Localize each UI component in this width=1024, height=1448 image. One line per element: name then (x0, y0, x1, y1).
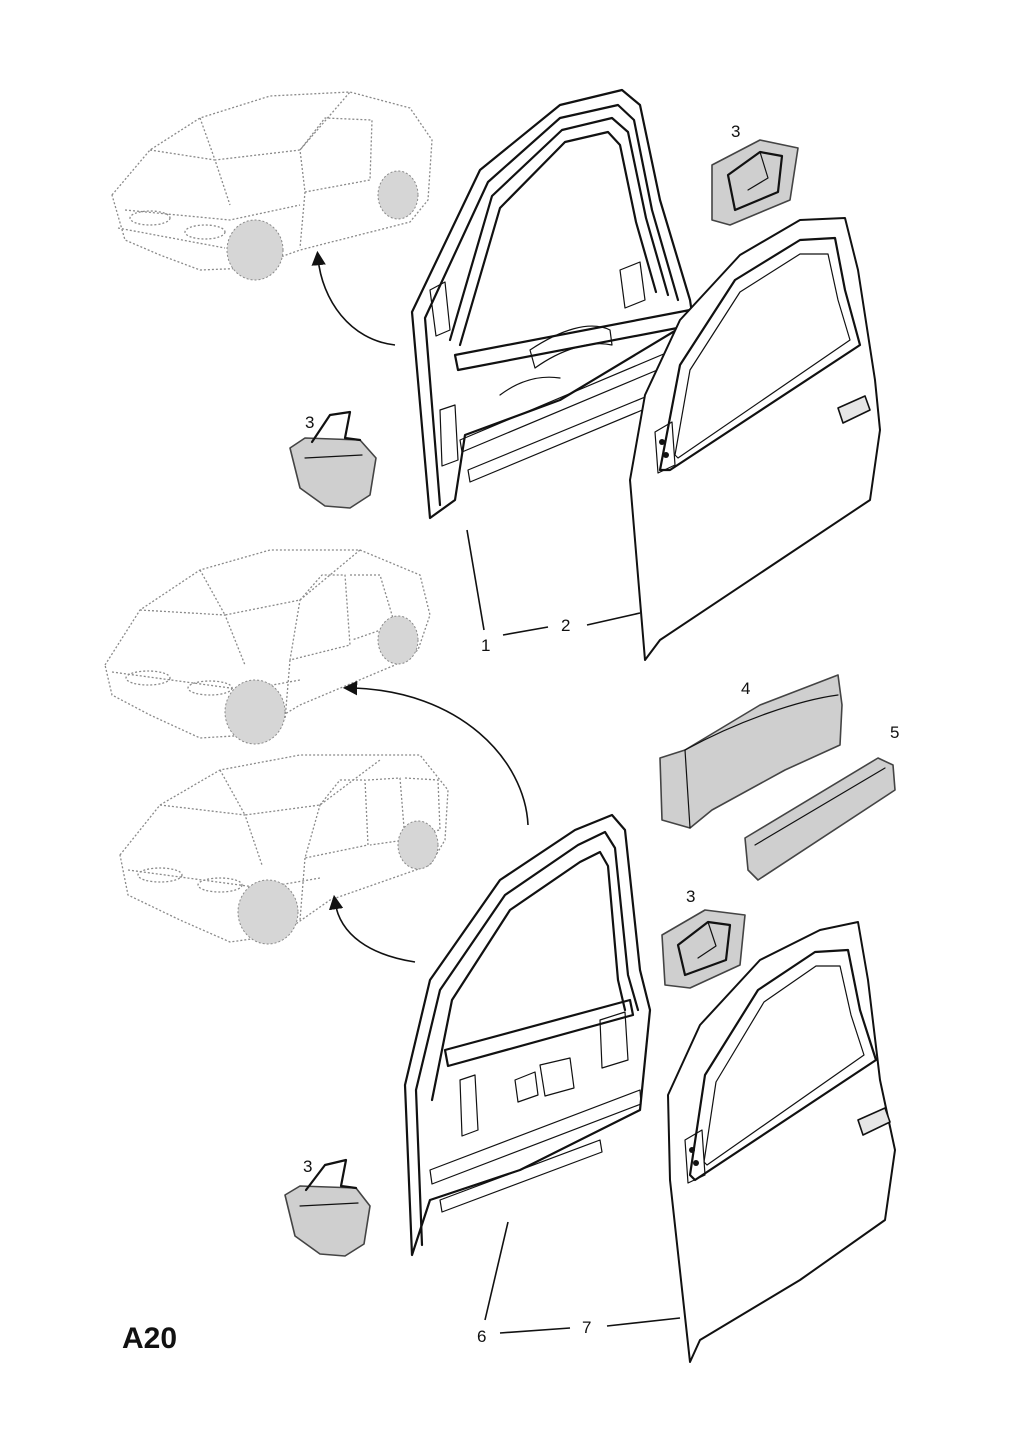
leader-7 (606, 1317, 681, 1327)
arrow-to-sedan (342, 680, 529, 826)
vehicle-illustration-hatchback-3door (111, 91, 433, 281)
part-3-bracket-top-right (711, 139, 799, 226)
leader-1-2 (502, 626, 549, 636)
arrow-to-hatchback (311, 250, 396, 346)
leader-6-7 (499, 1327, 571, 1334)
part-5-moulding-straight (744, 757, 896, 881)
part-3-cap-lower-left (284, 1158, 371, 1257)
part-3-bracket-middle-right (661, 909, 746, 989)
leader-1 (466, 529, 485, 631)
part-4-moulding-curved (659, 674, 843, 829)
callout-6: 6 (477, 1327, 486, 1346)
leader-2 (586, 612, 641, 626)
leader-6 (484, 1221, 509, 1321)
page-code: A20 (122, 1322, 177, 1355)
callout-3-top-right: 3 (731, 122, 740, 141)
part-1-door-frame-upper (410, 88, 695, 520)
arrow-to-estate (328, 894, 416, 963)
callout-1: 1 (481, 636, 490, 655)
part-2-door-outer-panel-upper (629, 217, 881, 661)
callout-3-middle-right: 3 (686, 887, 695, 906)
callout-5: 5 (890, 723, 899, 742)
callout-3-lower-left: 3 (303, 1157, 312, 1176)
vehicle-illustration-estate (119, 754, 449, 945)
callout-4: 4 (741, 679, 750, 698)
callout-2: 2 (561, 616, 570, 635)
callout-7: 7 (582, 1318, 591, 1337)
vehicle-illustration-sedan (104, 549, 431, 745)
part-6-door-frame-lower (403, 813, 652, 1257)
part-7-door-outer-panel-lower (667, 921, 896, 1363)
part-3-cap-upper-left (289, 410, 377, 509)
callout-3-upper-left: 3 (305, 413, 314, 432)
